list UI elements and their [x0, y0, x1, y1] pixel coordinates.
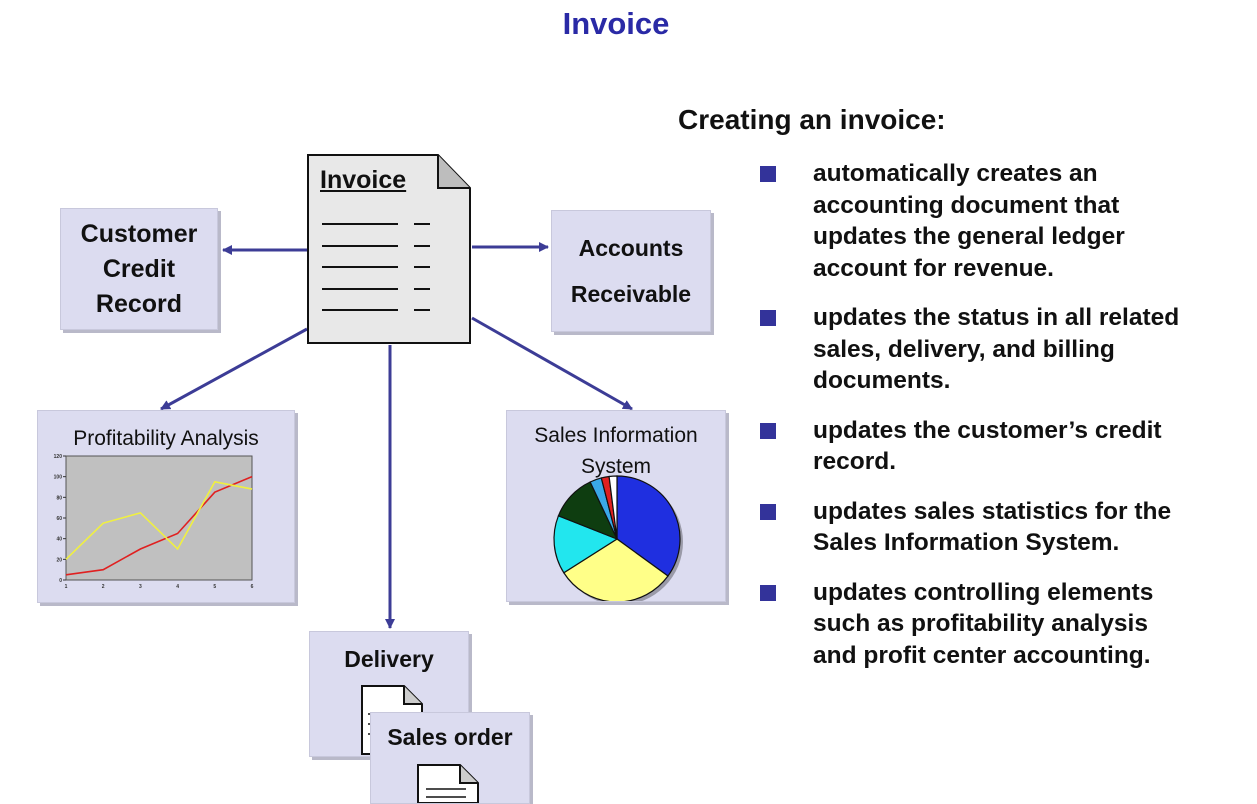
y-tick-label: 20: [56, 557, 62, 563]
list-item: updates sales statistics for the Sales I…: [760, 496, 1257, 559]
ar-line-1: Accounts: [578, 235, 684, 261]
accounts-receivable-box: Accounts Receivable: [551, 210, 711, 332]
series-line-2: [65, 480, 253, 560]
bullet-square-icon: [760, 422, 776, 439]
y-tick-label: 100: [54, 475, 63, 481]
credit-line-1: Customer: [80, 219, 198, 248]
sales-order-document-icon: [417, 764, 479, 803]
credit-line-3: Record: [95, 289, 183, 318]
list-item: automatically creates an accounting docu…: [760, 158, 1257, 284]
invoice-document-label: Invoice: [320, 166, 407, 194]
sales-order-box: Sales order: [370, 712, 530, 804]
bullet-square-icon: [760, 503, 776, 520]
sales-order-label: Sales order: [387, 724, 513, 750]
pie-slice-7: [608, 475, 618, 540]
ar-line-2: Receivable: [570, 281, 692, 307]
x-tick-label: 6: [251, 584, 254, 590]
arrow-to-sales-information: [471, 316, 633, 411]
x-tick-label: 4: [176, 584, 179, 590]
x-tick-label: 3: [139, 584, 142, 590]
chart-plot-area: [65, 455, 253, 581]
y-tick-label: 60: [56, 516, 62, 522]
y-tick-label: 120: [54, 454, 63, 460]
bullet-square-icon: [760, 584, 776, 601]
page-title: Invoice: [562, 6, 670, 41]
x-tick-label: 2: [102, 584, 105, 590]
profitability-label: Profitability Analysis: [73, 427, 259, 450]
arrow-to-profitability: [160, 327, 308, 411]
delivery-label: Delivery: [344, 646, 434, 672]
creating-invoice-heading: Creating an invoice:: [678, 104, 946, 135]
series-line-1: [65, 475, 253, 576]
pie-slice-2: [562, 538, 669, 601]
pie-slice-3: [553, 515, 619, 574]
sales-pie-chart: [553, 475, 683, 601]
list-item: updates controlling elements such as pro…: [760, 577, 1257, 672]
sis-line-2: System: [580, 455, 651, 478]
effects-list: automatically creates an accounting docu…: [760, 158, 1257, 689]
list-item: updates the status in all related sales,…: [760, 302, 1257, 397]
profitability-analysis-box: Profitability Analysis 0 20 40 60 80 100 120 1 2…: [37, 410, 295, 603]
bullet-square-icon: [760, 310, 776, 326]
sis-line-1: Sales Information: [534, 424, 698, 447]
x-tick-label: 5: [213, 584, 216, 590]
customer-credit-record-box: Customer Credit Record: [60, 208, 218, 330]
pie-slice-1: [616, 475, 681, 577]
y-tick-label: 40: [56, 537, 62, 543]
invoice-document-icon: [307, 154, 471, 344]
credit-line-2: Credit: [102, 254, 176, 283]
list-item: updates the customer’s credit record.: [760, 415, 1257, 478]
y-tick-label: 0: [59, 578, 62, 584]
y-tick-label: 80: [56, 495, 62, 501]
profitability-line-chart: 0 20 40 60 80 100 120 1 2 3 4 5 6: [54, 454, 254, 590]
bullet-square-icon: [760, 166, 776, 182]
sales-information-system-box: Sales Information System: [506, 410, 726, 602]
x-tick-label: 1: [65, 584, 68, 590]
